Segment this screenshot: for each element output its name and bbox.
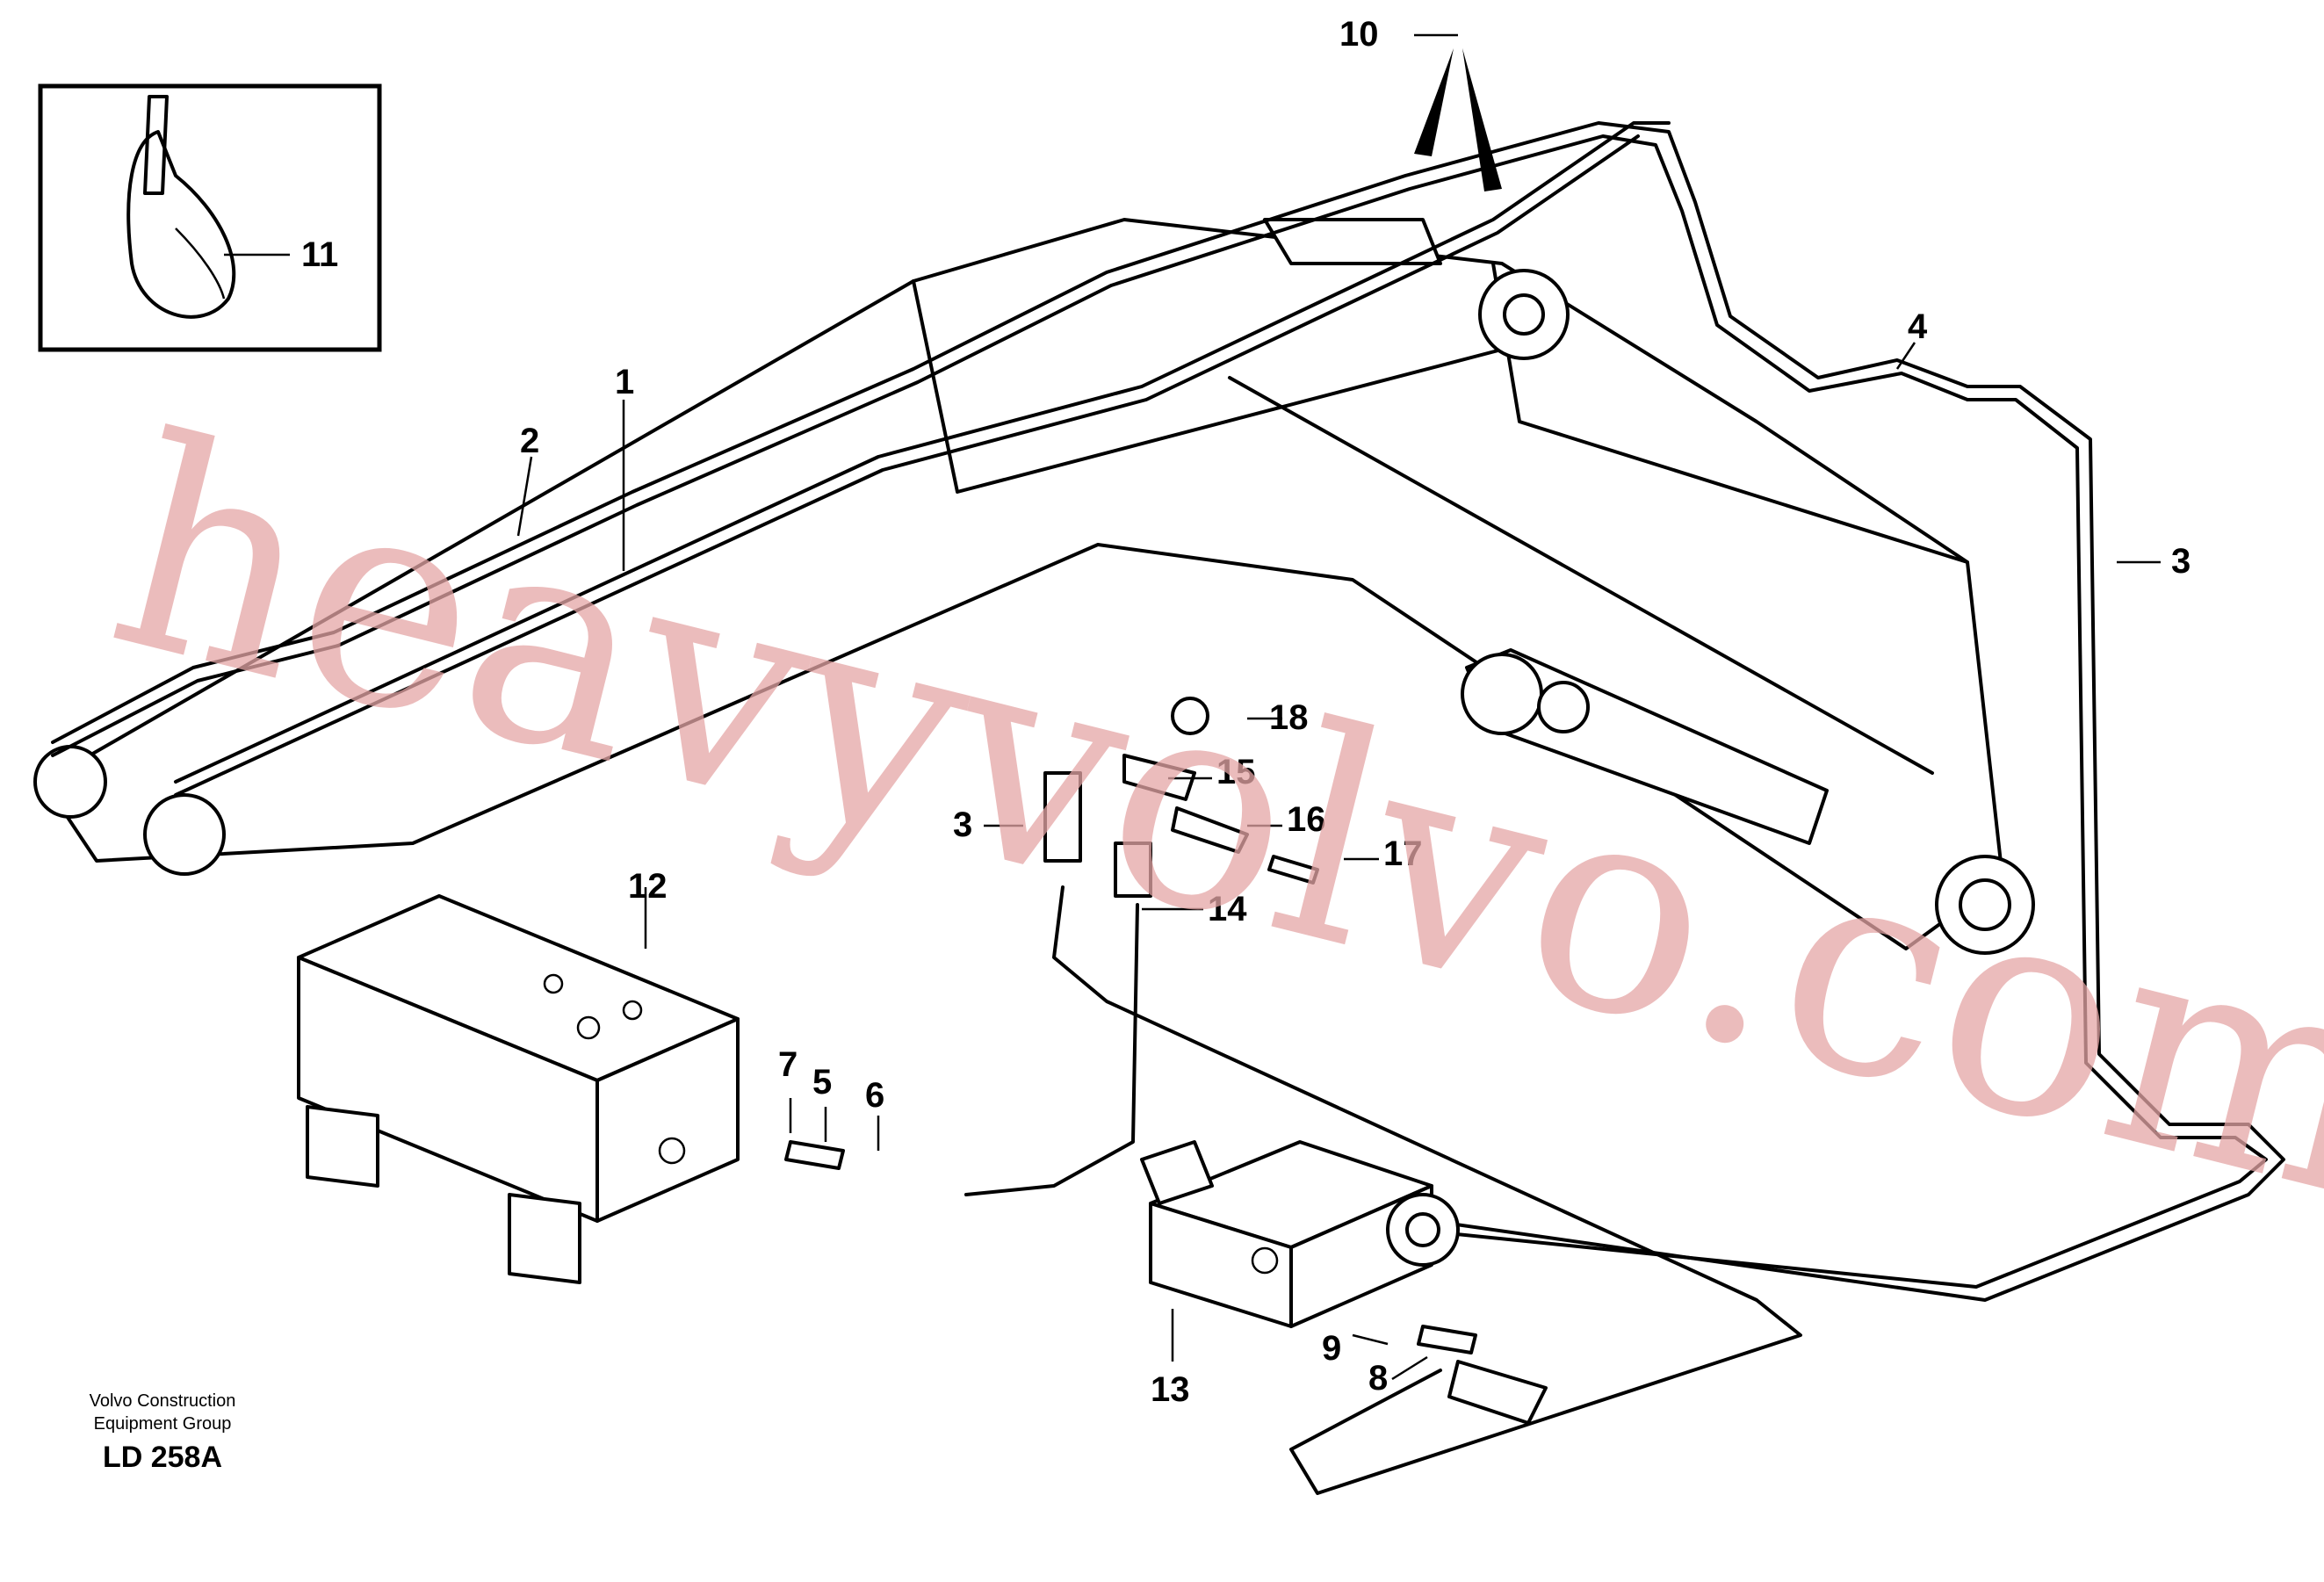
callout-10: 10 bbox=[1339, 15, 1379, 54]
callout-2: 2 bbox=[520, 422, 539, 460]
callout-13: 13 bbox=[1151, 1370, 1190, 1409]
callout-8: 8 bbox=[1368, 1359, 1388, 1398]
callout-1: 1 bbox=[615, 363, 634, 401]
brand-line-1: Volvo Construction bbox=[89, 1391, 236, 1411]
callout-labels: 1 2 3 3 4 5 6 7 8 9 10 11 12 13 14 15 16… bbox=[301, 15, 2190, 1409]
callout-17: 17 bbox=[1383, 834, 1423, 873]
hose-lines bbox=[51, 121, 2285, 1495]
callout-4: 4 bbox=[1908, 307, 1928, 346]
callout-14: 14 bbox=[1208, 890, 1247, 928]
callout-16: 16 bbox=[1287, 800, 1326, 839]
inset-cable-tie bbox=[38, 83, 382, 352]
fittings bbox=[784, 697, 1548, 1425]
valve-manifold-block bbox=[297, 894, 740, 1284]
callout-3-right: 3 bbox=[2171, 542, 2190, 581]
callout-18: 18 bbox=[1269, 698, 1309, 737]
callout-11: 11 bbox=[301, 235, 338, 274]
solenoid-valve-block bbox=[1140, 1140, 1460, 1328]
brand-label: Volvo Construction Equipment Group bbox=[53, 1390, 272, 1435]
callout-12: 12 bbox=[628, 867, 668, 906]
callout-15: 15 bbox=[1216, 753, 1256, 791]
callout-5: 5 bbox=[812, 1063, 832, 1102]
brand-line-2: Equipment Group bbox=[93, 1414, 232, 1434]
drawing-code: LD 258A bbox=[102, 1441, 223, 1474]
callout-7: 7 bbox=[778, 1045, 798, 1084]
callout-9: 9 bbox=[1322, 1329, 1341, 1368]
boom-arm bbox=[33, 218, 2035, 955]
callout-3-left: 3 bbox=[953, 805, 972, 844]
callout-leaders bbox=[516, 33, 2161, 1381]
callout-6: 6 bbox=[865, 1076, 884, 1115]
